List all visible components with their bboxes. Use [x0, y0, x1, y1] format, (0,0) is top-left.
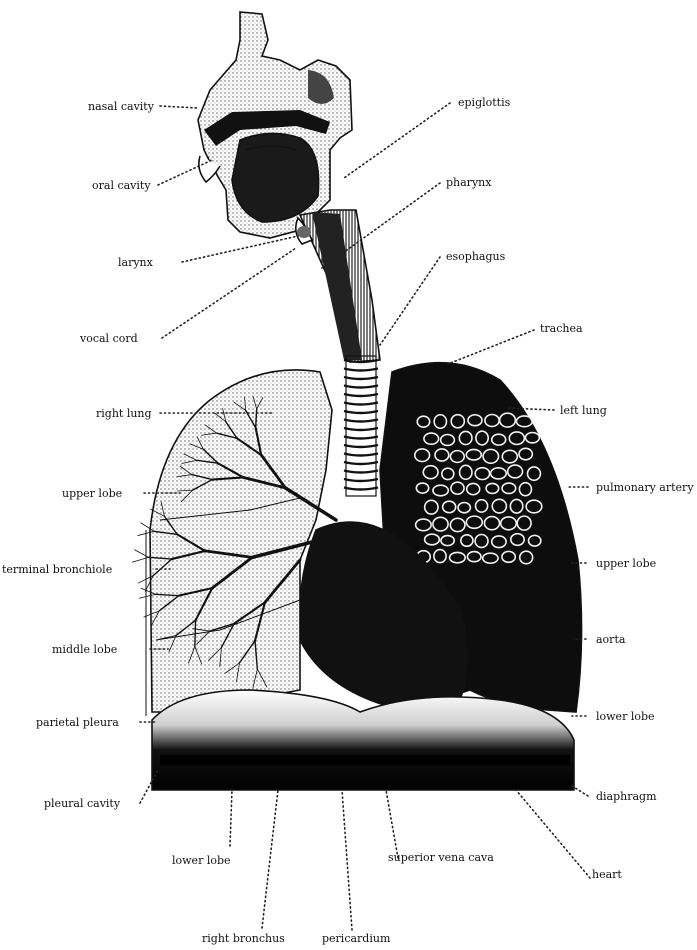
trachea-ring [344, 411, 378, 413]
diaphragm-shape [152, 690, 574, 790]
label-pleural-cavity: pleural cavity [44, 797, 120, 810]
label-esophagus: esophagus [446, 250, 505, 263]
label-right-lung: right lung [96, 407, 152, 420]
label-epiglottis: epiglottis [458, 96, 510, 109]
label-nasal-cavity: nasal cavity [88, 100, 154, 113]
trachea-ring [344, 420, 378, 422]
label-left-lung: left lung [560, 404, 607, 417]
label-larynx: larynx [118, 256, 153, 269]
trachea-ring [344, 403, 378, 405]
label-heart: heart [592, 868, 622, 881]
label-right-bronchus: right bronchus [202, 932, 285, 945]
label-vocal-cord: vocal cord [80, 332, 138, 345]
trachea-ring [344, 437, 378, 439]
label-oral-cavity: oral cavity [92, 179, 151, 192]
label-parietal-pleura: parietal pleura [36, 716, 119, 729]
trachea-ring [344, 369, 378, 371]
label-pericardium: pericardium [322, 932, 390, 945]
label-trachea: trachea [540, 322, 583, 335]
label-superior-vena-cava: superior vena cava [388, 851, 494, 864]
label-terminal-bronchiole: terminal bronchiole [2, 563, 112, 576]
label-pharynx: pharynx [446, 176, 491, 189]
airway-column [296, 210, 380, 362]
label-lower-lobe-right: lower lobe [172, 854, 231, 867]
label-aorta: aorta [596, 633, 625, 646]
trachea-rings [344, 356, 378, 496]
label-pulmonary-artery: pulmonary artery [596, 481, 694, 494]
trachea-ring [344, 462, 378, 464]
trachea-ring [344, 471, 378, 473]
trachea-ring [344, 428, 378, 430]
bronchus-branch [195, 620, 196, 646]
trachea-ring [344, 479, 378, 481]
label-upper-lobe-right: upper lobe [62, 487, 122, 500]
label-upper-lobe-left: upper lobe [596, 557, 656, 570]
trachea-ring [344, 394, 378, 396]
head-section [198, 12, 352, 238]
trachea-ring [344, 488, 378, 490]
trachea-ring [344, 386, 378, 388]
right-lung-shape [132, 370, 336, 716]
label-middle-lobe: middle lobe [52, 643, 117, 656]
trachea-ring [344, 454, 378, 456]
trachea-ring [344, 377, 378, 379]
trachea-ring [344, 445, 378, 447]
label-lower-lobe-left: lower lobe [596, 710, 655, 723]
label-diaphragm: diaphragm [596, 790, 657, 803]
